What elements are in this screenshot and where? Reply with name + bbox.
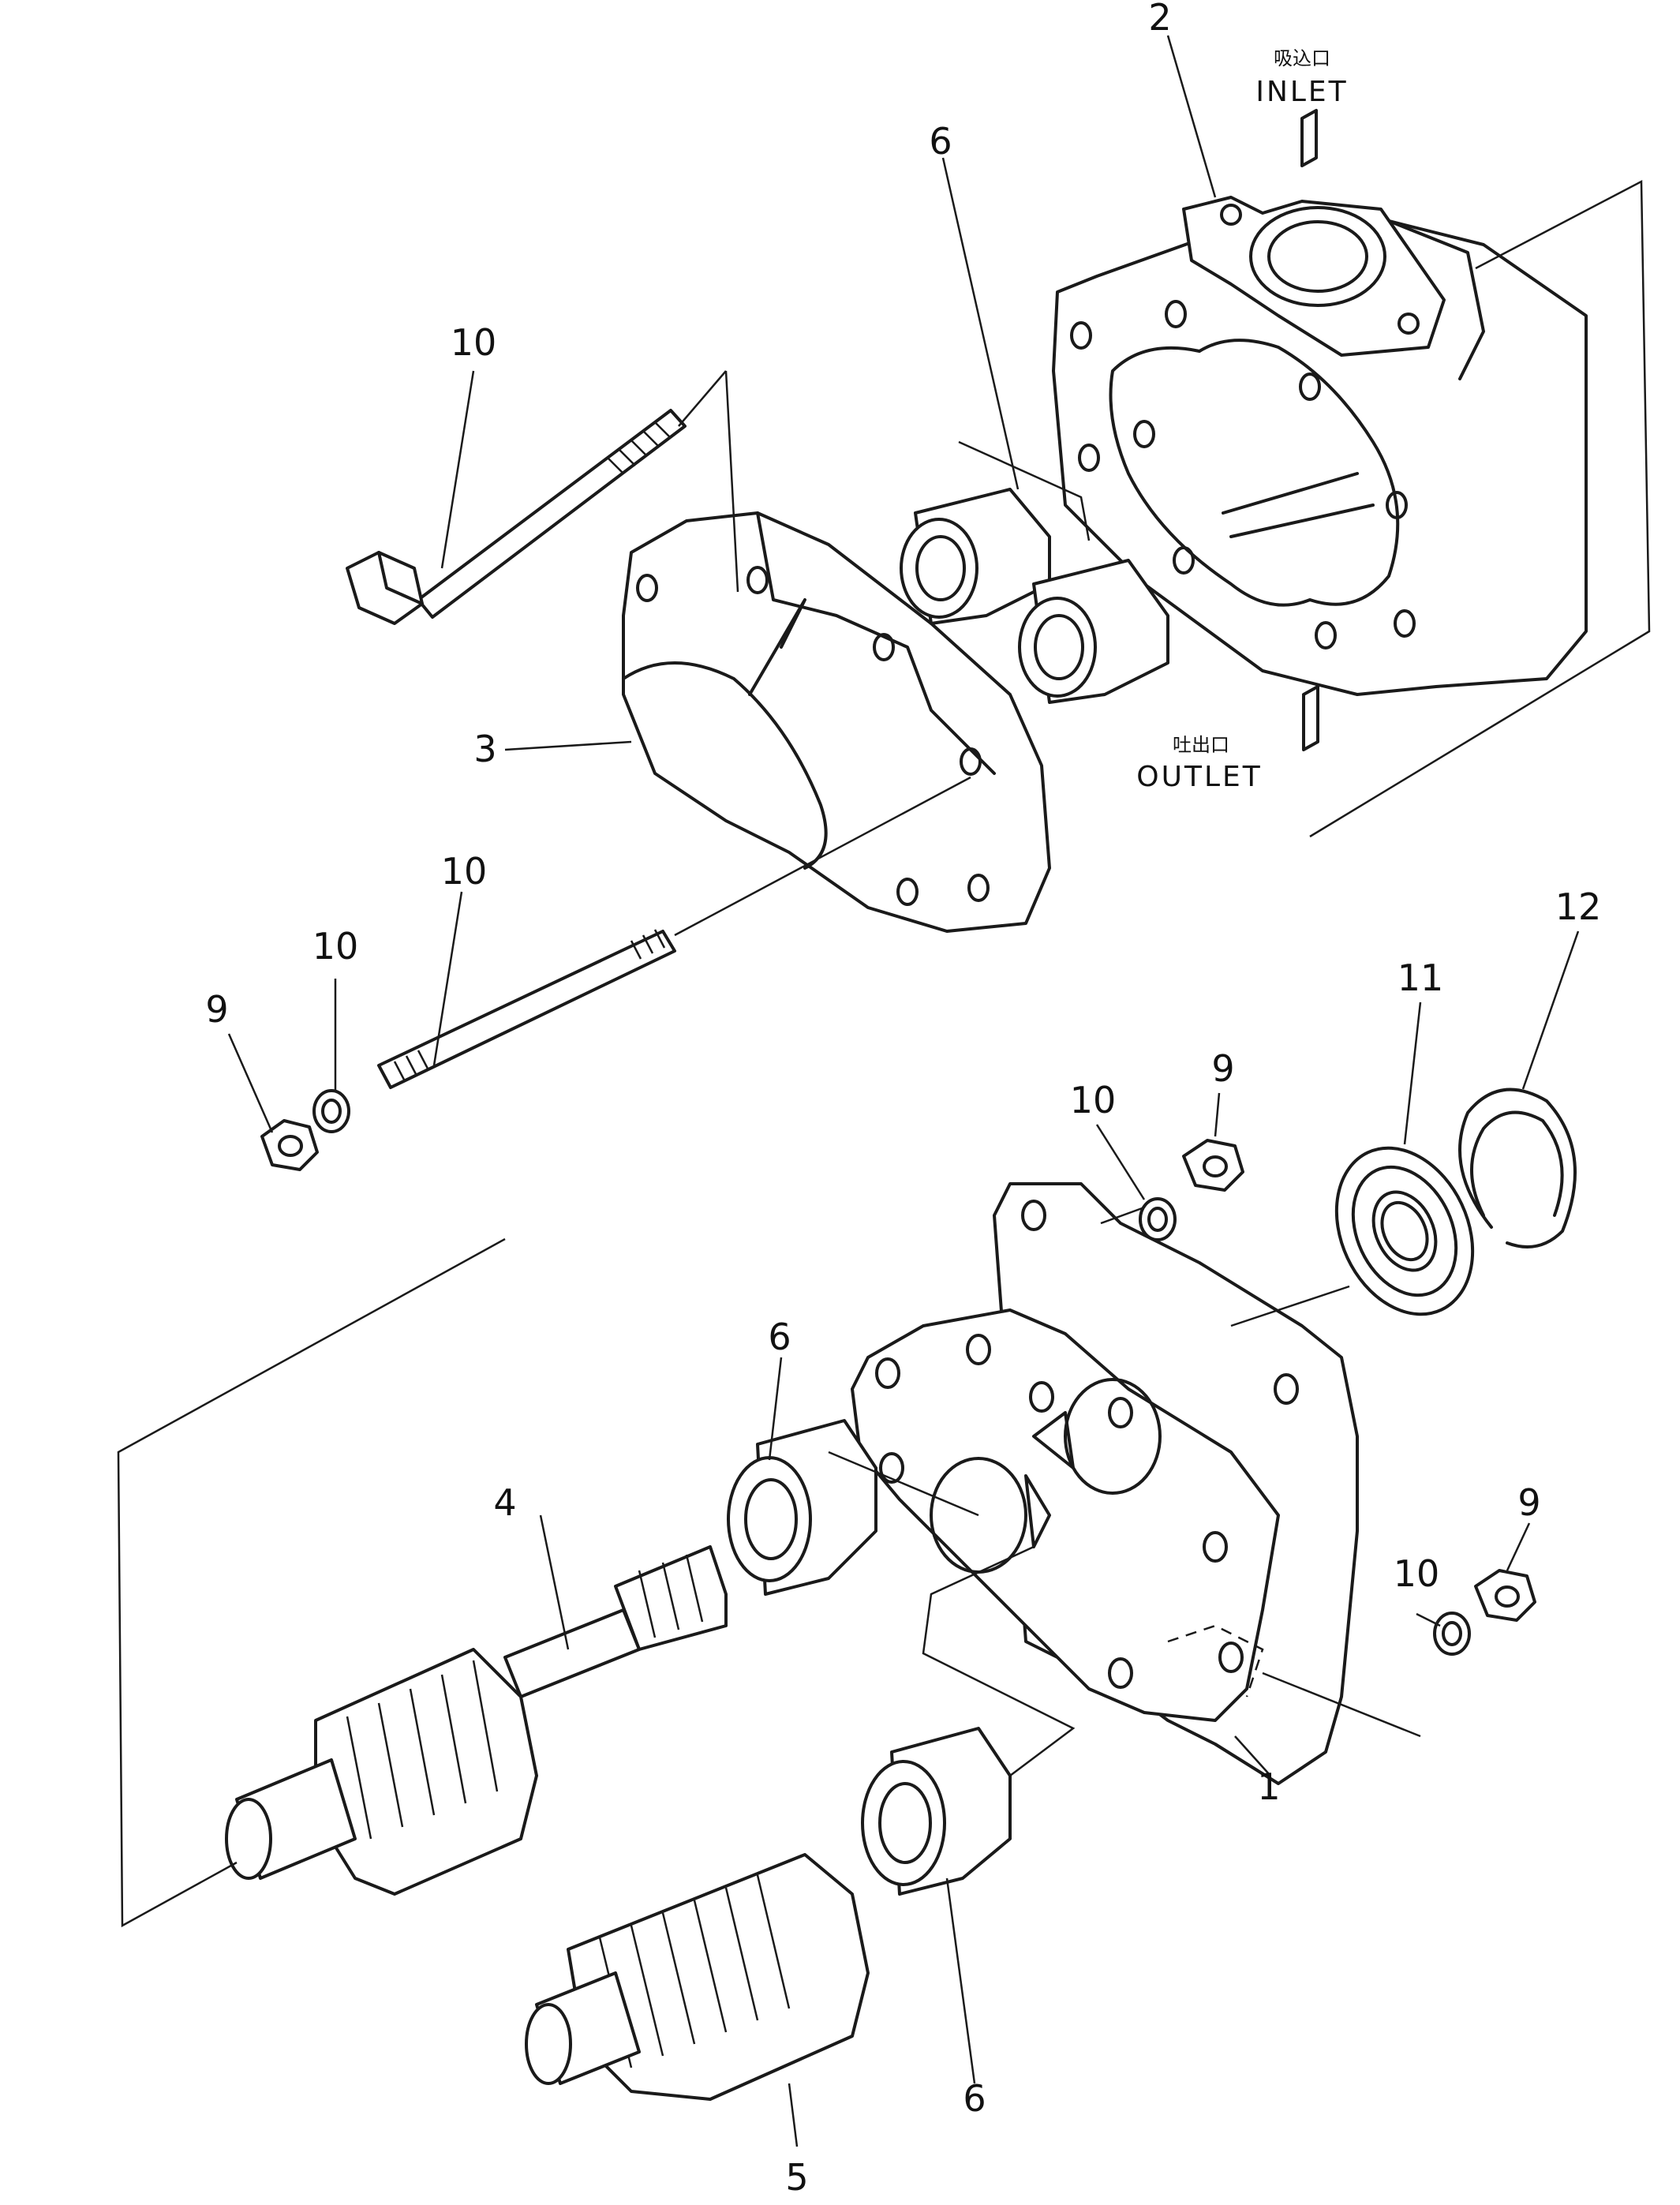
callout-10-left: 10: [312, 925, 359, 968]
part-4-drive-gear-shaft: [225, 1545, 728, 1896]
leader-lines: [227, 35, 1580, 2147]
callout-5: 5: [785, 2156, 808, 2199]
callout-11: 11: [1398, 956, 1444, 999]
callouts: 2 6 10 3 10 10 9 12 11 9 10 6 4 9 10 1 6…: [205, 0, 1601, 2199]
part-3-front-cover: [622, 511, 1051, 933]
callout-9-upper: 9: [1211, 1047, 1234, 1090]
callout-6-lower: 6: [963, 2077, 986, 2120]
inlet-arrow-icon: [1300, 109, 1318, 167]
part-6-bushing-upper-a: [900, 488, 1051, 625]
callout-10-upper: 10: [1070, 1079, 1117, 1121]
assembly-lines: [117, 179, 1651, 1928]
inlet-label-jp: 吸込口: [1274, 47, 1330, 69]
callout-6-upper: 6: [929, 120, 952, 163]
part-9-nut-lower: [1474, 1569, 1536, 1622]
part-8-bolt: [346, 409, 687, 625]
part-10-washer-left: [312, 1089, 350, 1133]
outlet-label-jp: 吐出口: [1173, 734, 1229, 756]
callout-6-middle: 6: [768, 1316, 791, 1358]
outlet-label-en: OUTLET: [1136, 761, 1262, 793]
part-10-washer-upper: [1139, 1197, 1177, 1241]
callout-2: 2: [1148, 0, 1171, 39]
callout-3: 3: [473, 728, 496, 770]
part-7-stud: [377, 929, 676, 1089]
part-1-rear-housing: [851, 1182, 1359, 1785]
callout-7: 10: [441, 850, 488, 893]
part-10-washer-lower: [1433, 1612, 1471, 1656]
part-6-bushing-upper-b: [1018, 559, 1169, 704]
callout-4: 4: [493, 1481, 516, 1524]
outlet-arrow-icon: [1302, 685, 1319, 751]
inlet-label-en: INLET: [1255, 76, 1348, 108]
part-12-snap-ring: [1458, 1088, 1577, 1249]
callout-8: 10: [451, 321, 497, 364]
part-6-bushing-lower-b: [861, 1727, 1012, 1896]
part-9-nut-upper: [1182, 1139, 1244, 1192]
part-9-nut-left: [260, 1119, 319, 1171]
part-5-driven-gear: [525, 1853, 870, 2101]
part-6-bushing-lower-a: [727, 1419, 877, 1596]
callout-1: 1: [1257, 1765, 1280, 1808]
outlet-label: 吐出口 OUTLET: [1136, 734, 1262, 793]
callout-12: 12: [1555, 885, 1602, 928]
part-11-bearing: [1334, 1146, 1475, 1316]
inlet-label: 吸込口 INLET: [1255, 47, 1348, 108]
callout-9-left: 9: [205, 988, 228, 1031]
part-2-pump-body: [1052, 196, 1588, 696]
callout-9-lower: 9: [1517, 1481, 1540, 1524]
callout-10-lower: 10: [1394, 1552, 1440, 1595]
